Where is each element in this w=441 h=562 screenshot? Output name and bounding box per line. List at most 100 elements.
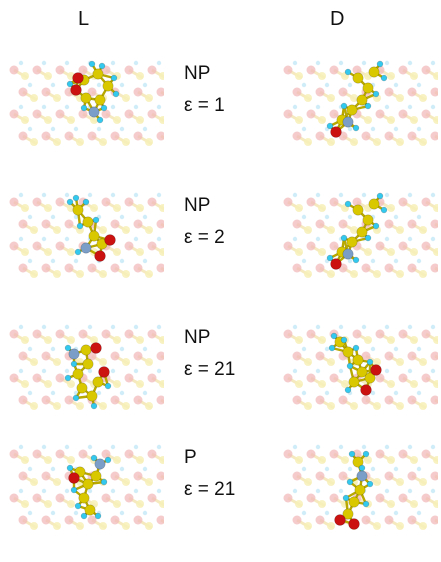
lattice-oxygen-atom — [18, 263, 28, 273]
lattice-oxygen-atom — [421, 493, 431, 503]
lattice-carbon-atom — [387, 72, 395, 80]
lattice-oxygen-atom — [41, 515, 51, 525]
lattice-oxygen-atom — [361, 351, 371, 361]
lattice-oxygen-atom — [329, 373, 339, 383]
lattice-carbon-atom — [304, 138, 312, 146]
lattice-hydrogen-atom — [18, 236, 24, 242]
lattice-carbon-atom — [410, 116, 418, 124]
lattice-oxygen-atom — [156, 219, 164, 229]
lattice-oxygen-atom — [133, 395, 143, 405]
lattice-hydrogen-atom — [110, 60, 116, 66]
lattice-hydrogen-atom — [110, 444, 116, 450]
lattice-oxygen-atom — [124, 65, 134, 75]
lattice-hydrogen-atom — [315, 236, 321, 242]
lattice-carbon-atom — [304, 522, 312, 530]
carbon-atom — [364, 372, 376, 384]
lattice-hydrogen-atom — [50, 346, 56, 352]
lattice-oxygen-atom — [329, 493, 339, 503]
epsilon-label: ε = 21 — [184, 359, 236, 380]
lattice-carbon-atom — [396, 358, 404, 366]
lattice-hydrogen-atom — [393, 466, 399, 472]
lattice-oxygen-atom — [338, 395, 348, 405]
lattice-oxygen-atom — [421, 241, 431, 251]
lattice-hydrogen-atom — [119, 258, 125, 264]
lattice-oxygen-atom — [283, 449, 293, 459]
lattice-oxygen-atom — [384, 515, 394, 525]
lattice-oxygen-atom — [147, 493, 157, 503]
lattice-oxygen-atom — [64, 515, 74, 525]
lattice-oxygen-atom — [41, 263, 51, 273]
oxygen-atom — [330, 258, 342, 270]
lattice-oxygen-atom — [292, 471, 302, 481]
lattice-carbon-atom — [295, 204, 303, 212]
lattice-oxygen-atom — [32, 373, 42, 383]
hydrogen-atom — [376, 60, 384, 68]
carbon-atom — [352, 204, 364, 216]
lattice-hydrogen-atom — [119, 82, 125, 88]
lattice-oxygen-atom — [398, 373, 408, 383]
lattice-carbon-atom — [122, 478, 130, 486]
lattice-hydrogen-atom — [41, 368, 47, 374]
lattice-oxygen-atom — [329, 241, 339, 251]
lattice-hydrogen-atom — [407, 60, 413, 66]
carbon-atom — [348, 496, 360, 508]
molecule-panel-d-3 — [278, 312, 438, 432]
lattice-hydrogen-atom — [416, 346, 422, 352]
lattice-carbon-atom — [364, 336, 372, 344]
lattice-carbon-atom — [136, 204, 144, 212]
lattice-hydrogen-atom — [430, 104, 436, 110]
lattice-hydrogen-atom — [292, 60, 298, 66]
lattice-hydrogen-atom — [18, 192, 24, 198]
lattice-oxygen-atom — [55, 241, 65, 251]
lattice-oxygen-atom — [283, 197, 293, 207]
lattice-carbon-atom — [21, 456, 29, 464]
lattice-carbon-atom — [159, 72, 164, 80]
carbon-atom — [84, 504, 96, 516]
lattice-hydrogen-atom — [393, 510, 399, 516]
lattice-hydrogen-atom — [370, 258, 376, 264]
lattice-oxygen-atom — [292, 131, 302, 141]
lattice-oxygen-atom — [398, 493, 408, 503]
lattice-carbon-atom — [44, 500, 52, 508]
lattice-hydrogen-atom — [292, 488, 298, 494]
phase-label: P — [184, 447, 197, 468]
lattice-oxygen-atom — [101, 197, 111, 207]
hydrogen-atom — [376, 192, 384, 200]
hydrogen-atom — [380, 206, 388, 214]
lattice-carbon-atom — [99, 270, 107, 278]
lattice-carbon-atom — [30, 270, 38, 278]
lattice-hydrogen-atom — [370, 346, 376, 352]
lattice-oxygen-atom — [338, 219, 348, 229]
lattice-hydrogen-atom — [292, 368, 298, 374]
lattice-oxygen-atom — [32, 241, 42, 251]
lattice-carbon-atom — [21, 116, 29, 124]
lattice-carbon-atom — [373, 138, 381, 146]
lattice-carbon-atom — [433, 380, 438, 388]
lattice-hydrogen-atom — [142, 258, 148, 264]
lattice-carbon-atom — [419, 270, 427, 278]
lattice-hydrogen-atom — [347, 126, 353, 132]
lattice-carbon-atom — [136, 116, 144, 124]
lattice-carbon-atom — [122, 402, 130, 410]
lattice-hydrogen-atom — [361, 60, 367, 66]
hydrogen-atom — [72, 194, 80, 202]
lattice-carbon-atom — [295, 248, 303, 256]
lattice-carbon-atom — [159, 380, 164, 388]
lattice-oxygen-atom — [133, 219, 143, 229]
lattice-oxygen-atom — [124, 329, 134, 339]
oxygen-atom — [360, 384, 372, 396]
carbon-atom — [86, 390, 98, 402]
lattice-oxygen-atom — [18, 131, 28, 141]
lattice-oxygen-atom — [329, 197, 339, 207]
hydrogen-atom — [70, 486, 78, 494]
oxygen-atom — [104, 234, 116, 246]
lattice-oxygen-atom — [9, 493, 19, 503]
lattice-oxygen-atom — [306, 109, 316, 119]
lattice-oxygen-atom — [9, 329, 19, 339]
lattice-hydrogen-atom — [64, 192, 70, 198]
lattice-hydrogen-atom — [361, 324, 367, 330]
lattice-carbon-atom — [113, 248, 121, 256]
lattice-oxygen-atom — [315, 515, 325, 525]
carbon-atom — [88, 230, 100, 242]
nitrogen-atom — [68, 348, 80, 360]
